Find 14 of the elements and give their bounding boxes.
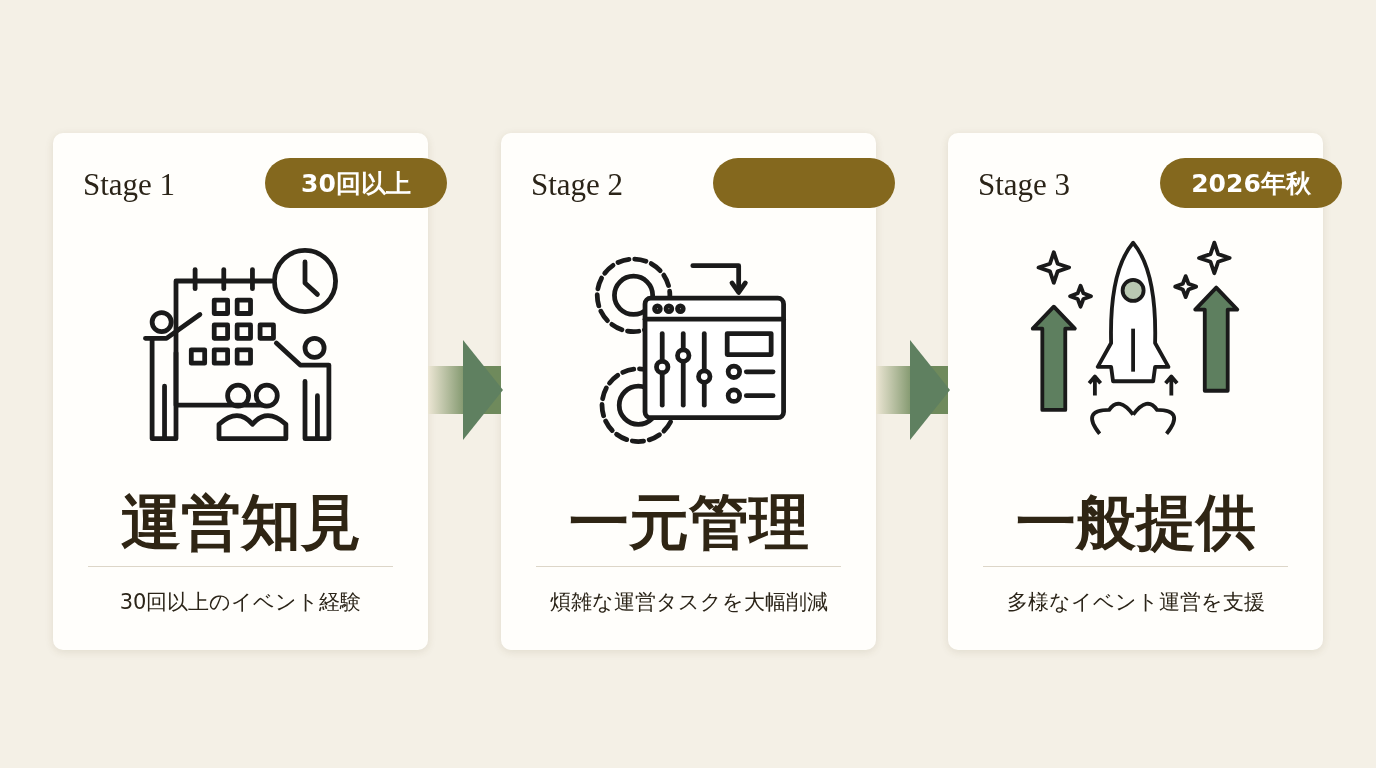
stage-description: 煩雑な運営タスクを大幅削減 <box>548 589 829 616</box>
stage-title: 一元管理 <box>567 486 810 559</box>
stage-title: 運営知見 <box>119 486 362 559</box>
arrow <box>876 340 950 440</box>
stage-label: Stage 3 <box>978 167 1071 203</box>
stage-label: Stage 1 <box>83 167 176 203</box>
badge <box>713 158 895 208</box>
arrow <box>428 340 503 440</box>
stage-description: 30回以上のイベント経験 <box>118 589 363 616</box>
stage-description: 多様なイベント運営を支援 <box>1005 589 1266 616</box>
badge: 30回以上 <box>265 158 447 208</box>
stage-label: Stage 2 <box>531 167 624 203</box>
stage-title: 一般提供 <box>1014 486 1257 559</box>
badge: 2026年秋 <box>1160 158 1342 208</box>
